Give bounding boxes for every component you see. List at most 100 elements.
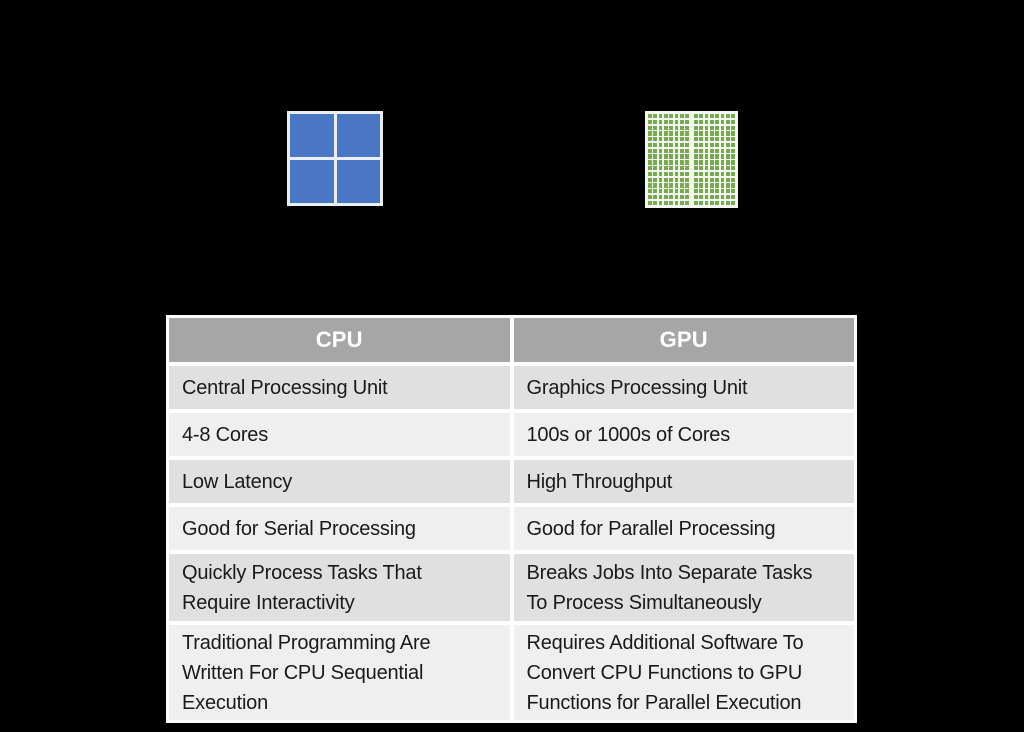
core-cell: [685, 137, 689, 142]
core-cell: [663, 119, 668, 125]
core-cell: [715, 131, 720, 136]
core-cell: [709, 189, 714, 194]
core-cell: [699, 171, 704, 177]
core-cell: [679, 171, 684, 177]
core-cell: [648, 114, 652, 119]
core-cell: [709, 119, 714, 125]
table-row: 4-8 Cores 100s or 1000s of Cores: [169, 413, 854, 456]
core-cell: [731, 177, 735, 182]
core-cell: [674, 171, 679, 177]
core-cell: [674, 154, 679, 159]
core-cell: [699, 137, 704, 142]
core-cell: [704, 166, 709, 171]
core-cell: [679, 200, 684, 205]
core-cell: [725, 154, 730, 159]
core-cell: [674, 160, 679, 165]
core-cell: [663, 142, 668, 148]
core-cell: [679, 160, 684, 165]
core-cell: [679, 166, 684, 171]
core-cell: [685, 125, 689, 130]
core-cell: [658, 142, 663, 148]
core-grid-half: [290, 114, 380, 203]
core-cell: [731, 160, 735, 165]
core-cell: [709, 142, 714, 148]
core-cell: [290, 114, 334, 157]
core-cell: [731, 154, 735, 159]
core-cell: [731, 142, 735, 148]
core-cell: [658, 119, 663, 125]
core-cell: [669, 189, 674, 194]
core-cell: [731, 119, 735, 125]
core-cell: [653, 125, 658, 130]
core-cell: [715, 142, 720, 148]
core-cell: [725, 194, 730, 200]
core-cell: [720, 183, 725, 188]
cpu-cell: Traditional Programming Are Written For …: [169, 625, 510, 720]
core-cell: [731, 183, 735, 188]
core-cell: [658, 171, 663, 177]
core-cell: [699, 160, 704, 165]
core-grid-half: [648, 114, 689, 205]
core-cell: [694, 171, 698, 177]
core-cell: [715, 171, 720, 177]
core-cell: [648, 200, 652, 205]
core-cell: [694, 194, 698, 200]
core-cell: [653, 194, 658, 200]
core-cell: [715, 189, 720, 194]
core-cell: [658, 131, 663, 136]
core-cell: [694, 148, 698, 153]
core-cell: [669, 200, 674, 205]
core-cell: [663, 189, 668, 194]
core-cell: [290, 160, 334, 203]
core-cell: [725, 125, 730, 130]
core-cell: [709, 114, 714, 119]
core-cell: [658, 148, 663, 153]
core-cell: [731, 137, 735, 142]
core-cell: [648, 125, 652, 130]
core-cell: [709, 137, 714, 142]
core-cell: [674, 137, 679, 142]
core-cell: [336, 160, 380, 203]
core-cell: [699, 200, 704, 205]
core-cell: [653, 160, 658, 165]
core-cell: [674, 131, 679, 136]
core-cell: [663, 177, 668, 182]
core-cell: [685, 131, 689, 136]
core-cell: [669, 154, 674, 159]
core-cell: [674, 114, 679, 119]
core-cell: [725, 119, 730, 125]
core-cell: [725, 160, 730, 165]
gpu-cell: Graphics Processing Unit: [513, 366, 854, 409]
core-cell: [699, 119, 704, 125]
core-cell: [709, 166, 714, 171]
core-cell: [731, 131, 735, 136]
core-cell: [704, 160, 709, 165]
core-cell: [685, 142, 689, 148]
core-cell: [653, 119, 658, 125]
core-cell: [709, 177, 714, 182]
core-cell: [699, 183, 704, 188]
core-cell: [648, 160, 652, 165]
core-cell: [658, 114, 663, 119]
core-cell: [663, 200, 668, 205]
core-cell: [653, 148, 658, 153]
core-cell: [669, 142, 674, 148]
core-cell: [704, 177, 709, 182]
core-cell: [725, 183, 730, 188]
core-cell: [648, 189, 652, 194]
core-cell: [663, 183, 668, 188]
core-cell: [679, 142, 684, 148]
core-cell: [653, 171, 658, 177]
table-row: Low Latency High Throughput: [169, 460, 854, 503]
cpu-cell: Good for Serial Processing: [169, 507, 510, 550]
core-cell: [709, 200, 714, 205]
core-cell: [715, 160, 720, 165]
core-cell: [715, 119, 720, 125]
core-cell: [694, 200, 698, 205]
core-cell: [663, 148, 668, 153]
core-cell: [715, 194, 720, 200]
core-cell: [715, 114, 720, 119]
table-header-cpu: CPU: [169, 318, 510, 362]
core-cell: [709, 125, 714, 130]
